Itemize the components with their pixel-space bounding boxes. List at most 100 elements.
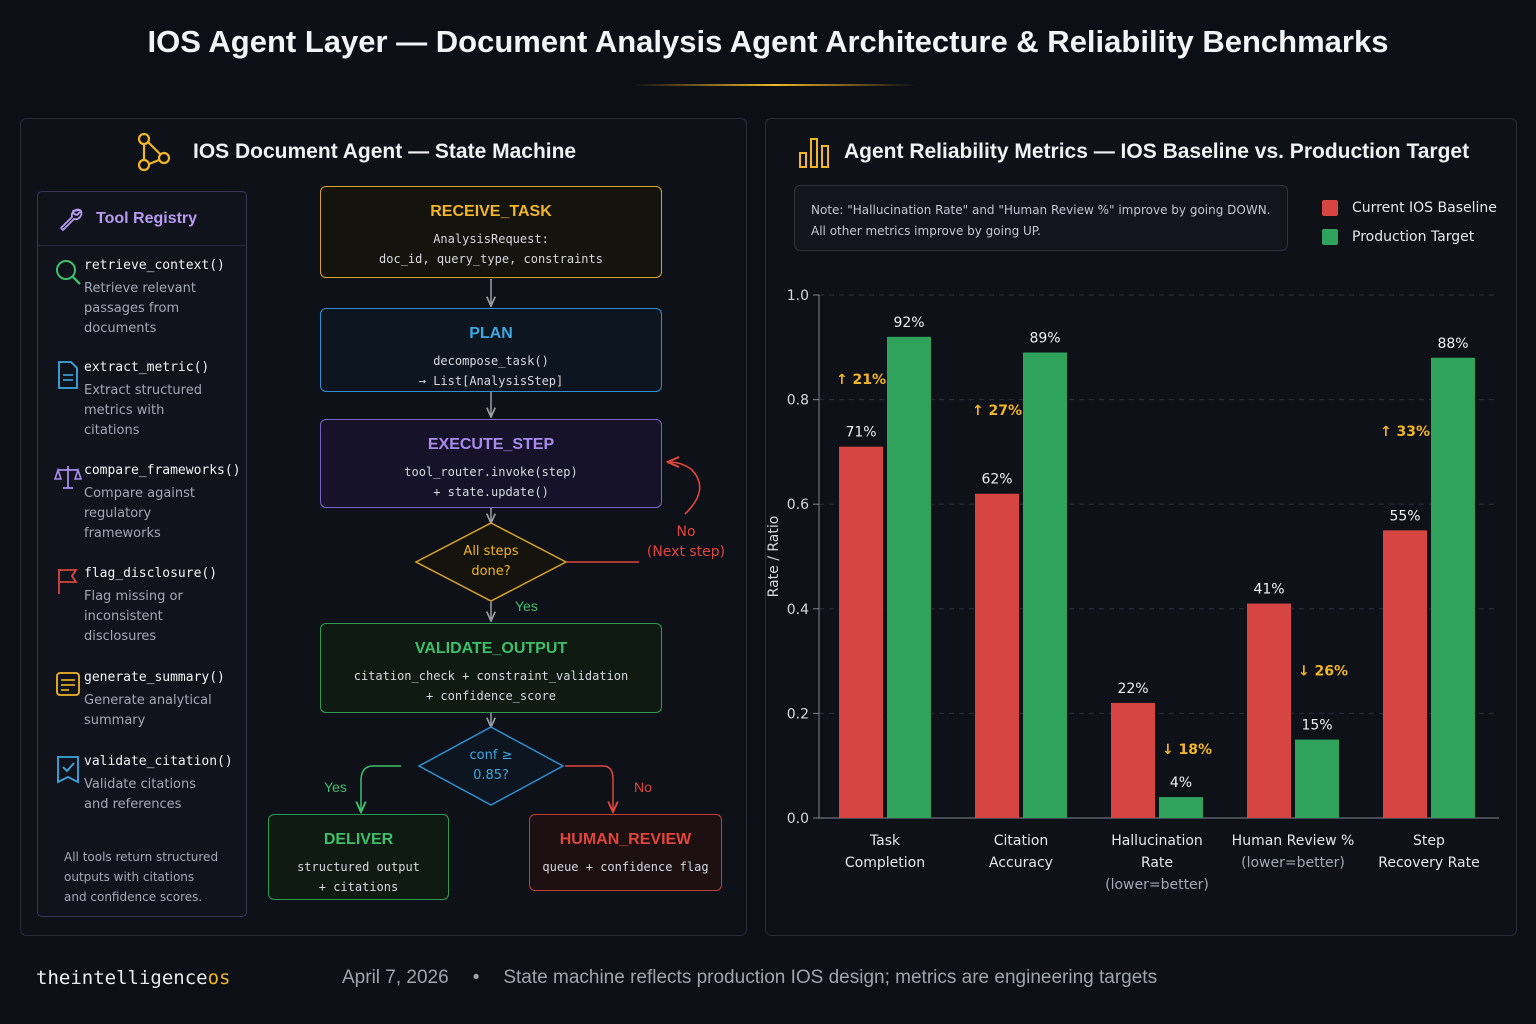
bar	[1383, 530, 1427, 818]
state-title: HUMAN_REVIEW	[559, 831, 692, 848]
x-category-label: (lower=better)	[1241, 855, 1345, 871]
footer-separator: •	[472, 967, 480, 988]
scales-icon	[53, 466, 83, 489]
state-machine-panel: IOS Document Agent — State Machine Tool …	[20, 118, 747, 936]
delta-annotation: ↓ 26%	[1298, 664, 1348, 680]
delta-annotation: ↑ 33%	[1380, 424, 1430, 440]
state-machine-heading: IOS Document Agent — State Machine	[135, 132, 577, 172]
delta-annotation: ↑ 21%	[836, 372, 886, 388]
check-shield-icon	[57, 756, 79, 784]
bar-value-label: 71%	[845, 425, 876, 441]
bar	[839, 446, 883, 818]
graph-nodes-icon	[137, 132, 171, 172]
bar	[1247, 603, 1291, 818]
state-detail: structured output + citations	[297, 860, 420, 894]
tool-description: Generate analytical summary	[84, 693, 212, 728]
tool-name: retrieve_context()	[84, 258, 225, 273]
tool-description: Validate citations and references	[84, 777, 197, 812]
bar	[1159, 797, 1203, 818]
bar-value-label: 92%	[893, 315, 924, 331]
magnifier-icon	[56, 260, 81, 285]
state-detail: AnalysisRequest: doc_id, query_type, con…	[379, 232, 603, 266]
bar-value-label: 62%	[981, 472, 1012, 488]
state-detail: queue + confidence flag	[542, 860, 709, 874]
tool-registry: Tool Registry retrieve_context() Retrieve…	[37, 191, 247, 917]
x-category-label: Recovery Rate	[1378, 855, 1479, 871]
metrics-title: Agent Reliability Metrics — IOS Baseline…	[844, 140, 1470, 163]
bar	[1431, 357, 1475, 818]
y-axis-label: Rate / Ratio	[766, 516, 782, 598]
legend-swatch-red	[1322, 199, 1338, 216]
summary-icon	[56, 672, 80, 696]
delta-annotation: ↓ 18%	[1162, 742, 1212, 758]
tool-item-validate-citation: validate_citation() Validate citations an…	[54, 754, 244, 815]
tool-item-compare-frameworks: compare_frameworks()Compare against regu…	[53, 463, 244, 544]
state-human-review: HUMAN_REVIEW queue + confidence flag	[529, 814, 722, 891]
page-title: IOS Agent Layer — Document Analysis Agen…	[147, 24, 1389, 59]
tool-registry-header: Tool Registry	[38, 192, 246, 246]
loop-back-label: No (Next step)	[646, 524, 726, 560]
legend-label: Production Target	[1352, 228, 1475, 245]
tool-item-flag-disclosure: flag_disclosure()Flag missing or inconsi…	[54, 566, 244, 647]
bar-value-label: 55%	[1389, 508, 1420, 524]
state-title: EXECUTE_STEP	[427, 436, 555, 453]
bar	[975, 493, 1019, 818]
bar-value-label: 22%	[1117, 681, 1148, 697]
brand-suffix: os	[207, 967, 231, 989]
tool-description: Compare against regulatory frameworks	[84, 486, 196, 541]
wrench-icon	[60, 208, 83, 231]
tool-item-retrieve-context: retrieve_context() Retrieve relevant pass…	[54, 258, 244, 339]
bar-value-label: 4%	[1170, 775, 1192, 791]
state-plan: PLAN decompose_task() → List[AnalysisSte…	[320, 308, 662, 392]
chart-legend: Current IOS Baseline Production Target	[1322, 193, 1497, 251]
metrics-heading: Agent Reliability Metrics — IOS Baseline…	[798, 133, 1469, 171]
footer-caption: April 7, 2026 • State machine reflects pro…	[342, 967, 1157, 989]
y-tick-label: 0.6	[787, 497, 809, 513]
bar-value-label: 15%	[1301, 718, 1332, 734]
x-category-label: Accuracy	[989, 855, 1053, 871]
state-detail: tool_router.invoke(step) + state.update(…	[404, 465, 578, 499]
state-deliver: DELIVER structured output + citations	[268, 814, 449, 900]
note-line-2: All other metrics improve by going UP.	[811, 224, 1041, 238]
decision-all-steps-label: All steps done?	[463, 544, 519, 579]
bar-chart-icon	[799, 138, 829, 168]
x-category-label: Step	[1413, 833, 1445, 849]
bar	[1023, 352, 1067, 818]
state-detail: decompose_task() → List[AnalysisStep]	[418, 354, 564, 388]
x-category-label: Rate	[1141, 855, 1173, 871]
x-category-label: Human Review %	[1232, 833, 1355, 849]
tool-item-generate-summary: generate_summary()Generate analytical su…	[54, 670, 244, 731]
tool-name: validate_citation()	[84, 754, 233, 769]
tool-name: extract_metric()	[84, 360, 210, 375]
bar-value-label: 41%	[1253, 582, 1284, 598]
legend-item-baseline: Current IOS Baseline	[1322, 193, 1497, 222]
bar	[1111, 702, 1155, 818]
flow-connectors	[21, 279, 701, 937]
state-title: RECEIVE_TASK	[430, 203, 552, 220]
decision-confidence	[417, 726, 565, 806]
x-category-label: Completion	[845, 855, 925, 871]
footer-date: April 7, 2026	[342, 967, 449, 988]
state-machine-title: IOS Document Agent — State Machine	[193, 140, 577, 163]
x-category-label: Citation	[994, 833, 1049, 849]
legend-label: Current IOS Baseline	[1352, 199, 1497, 216]
y-tick-label: 0.8	[787, 393, 809, 409]
no-label-2: No	[634, 779, 652, 795]
x-category-label: Task	[869, 833, 901, 849]
tool-description: Retrieve relevant passages from document…	[84, 281, 196, 336]
yes-label-1: Yes	[515, 598, 538, 614]
footer-note: State machine reflects production IOS de…	[503, 967, 1158, 988]
bar	[887, 336, 931, 818]
decision-all-steps-done	[414, 522, 568, 602]
yes-label-2: Yes	[324, 779, 347, 795]
note-line-1: Note: "Hallucination Rate" and "Human Re…	[811, 203, 1271, 217]
state-title: DELIVER	[323, 831, 394, 848]
tool-registry-footnote: All tools return structured outputs with…	[64, 850, 219, 904]
x-category-label: (lower=better)	[1105, 877, 1209, 893]
legend-swatch-green	[1322, 228, 1338, 245]
y-tick-label: 0.0	[787, 811, 809, 827]
state-receive-task: RECEIVE_TASK AnalysisRequest: doc_id, qu…	[320, 186, 662, 278]
state-validate-output: VALIDATE_OUTPUT citation_check + constra…	[320, 623, 662, 713]
legend-item-target: Production Target	[1322, 222, 1497, 251]
